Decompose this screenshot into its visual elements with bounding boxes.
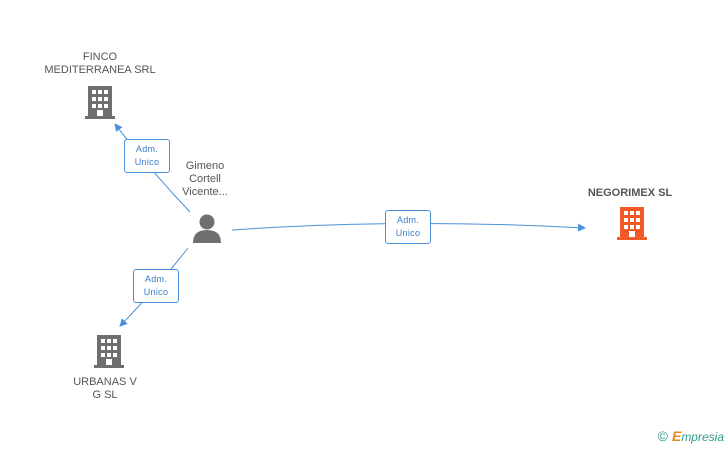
building-icon-finco[interactable] (85, 86, 115, 119)
edge-badge-line: Unico (395, 228, 421, 238)
edge-badge-to-finco[interactable]: Adm. Unico (124, 139, 170, 173)
node-label-line: NEGORIMEX SL (587, 187, 673, 199)
copyright-symbol: © (657, 428, 668, 444)
edge-badge-line: Unico (134, 157, 160, 167)
node-label-line: Cortell (189, 173, 221, 185)
edge-badge-to-urbanas[interactable]: Adm. Unico (133, 269, 179, 303)
footer-brand[interactable]: © Empresia (658, 428, 724, 444)
person-icon[interactable] (193, 214, 221, 244)
edge-badge-line: Unico (143, 287, 169, 297)
building-icon-urbanas[interactable] (94, 335, 124, 368)
node-label-finco[interactable]: FINCO MEDITERRANEA SRL (30, 51, 170, 77)
node-label-line: MEDITERRANEA SRL (44, 64, 156, 76)
edge-badge-to-negorimex[interactable]: Adm. Unico (385, 210, 431, 244)
edge-badge-line: Adm. (396, 215, 420, 225)
brand-name: mpresia (681, 430, 724, 444)
brand-initial: E (671, 428, 682, 444)
node-label-person[interactable]: Gimeno Cortell Vicente... (165, 160, 245, 199)
edge-badge-line: Adm. (144, 274, 168, 284)
edge-badge-line: Adm. (135, 144, 159, 154)
node-label-negorimex[interactable]: NEGORIMEX SL (570, 187, 690, 200)
node-label-line: Gimeno (185, 160, 225, 172)
node-label-line: URBANAS V (73, 376, 137, 388)
node-label-line: Vicente... (182, 186, 228, 198)
building-icon-negorimex[interactable] (617, 207, 647, 240)
node-label-line: G SL (92, 389, 118, 401)
node-label-urbanas[interactable]: URBANAS V G SL (50, 376, 160, 402)
brand-logo: Empresia (672, 428, 724, 444)
node-label-line: FINCO (82, 51, 118, 63)
